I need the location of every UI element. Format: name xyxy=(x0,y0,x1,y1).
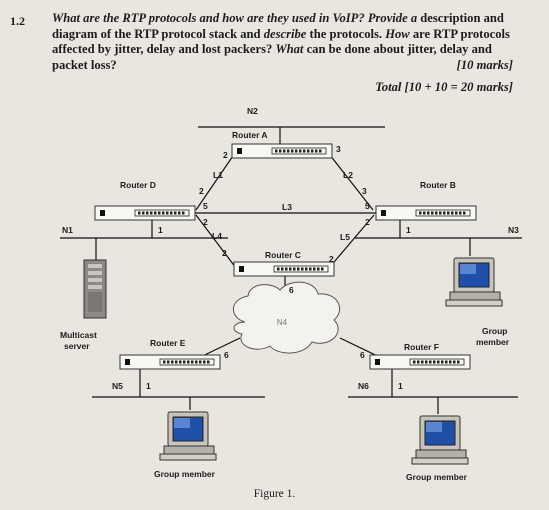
router-d xyxy=(93,204,197,222)
question-line3-c: are RTP protocols affected by jitter, de… xyxy=(52,26,510,57)
port-c-bottom: 6 xyxy=(289,285,294,295)
question-line1-b: Provide a xyxy=(367,11,418,25)
computer-right-icon xyxy=(445,257,503,307)
router-b xyxy=(374,204,478,222)
multicast-server-icon xyxy=(83,259,107,319)
n5-label: N5 xyxy=(112,381,123,391)
group-member-right-label-line2: member xyxy=(476,337,510,347)
port-f-left: 6 xyxy=(360,350,365,360)
group-member-right-label-line1: Group xyxy=(482,326,508,336)
port-e-right: 6 xyxy=(224,350,229,360)
question-text: What are the RTP protocols and how are t… xyxy=(52,11,514,73)
question-line2-b: describe xyxy=(263,26,307,41)
router-c-label: Router C xyxy=(265,250,301,260)
link-l4 xyxy=(195,214,237,269)
n1-label: N1 xyxy=(62,225,73,235)
port-d-upper: 2 xyxy=(199,186,204,196)
computer-bottom-left-icon xyxy=(159,411,217,461)
port-e-bottom: 1 xyxy=(146,381,151,391)
multicast-server-label-line2: server xyxy=(64,341,90,351)
group-member-bottom-left-label: Group member xyxy=(154,469,216,479)
port-c-right: 2 xyxy=(329,254,334,264)
total-marks-label: Total [10 + 10 = 20 marks] xyxy=(375,80,513,94)
question-line4-c: can be done about jitter, delay and pack… xyxy=(52,42,492,72)
router-b-label: Router B xyxy=(420,180,456,190)
link-l1 xyxy=(195,149,238,211)
l1-label: L1 xyxy=(213,170,223,180)
router-e-label: Router E xyxy=(150,338,186,348)
question-line2-c: the xyxy=(309,26,327,41)
l3-label: L3 xyxy=(282,202,292,212)
n2-label: N2 xyxy=(247,106,258,116)
figure-caption: Figure 1. xyxy=(253,488,296,500)
l5-label: L5 xyxy=(340,232,350,242)
port-d-bottom: 1 xyxy=(158,225,163,235)
router-a-label: Router A xyxy=(232,130,268,140)
question-line3-b: How xyxy=(385,26,410,41)
question-number: 1.2 xyxy=(10,14,25,28)
n6-label: N6 xyxy=(358,381,369,391)
group-member-bottom-right-label: Group member xyxy=(406,472,468,482)
question-line4-b: What xyxy=(275,42,304,56)
n3-label: N3 xyxy=(508,225,519,235)
port-b-upper: 3 xyxy=(362,186,367,196)
computer-bottom-right-icon xyxy=(411,415,469,465)
port-f-bottom: 1 xyxy=(398,381,403,391)
question-line3-a: protocols. xyxy=(329,26,383,41)
port-a-right: 3 xyxy=(336,144,341,154)
port-d-lower: 2 xyxy=(203,217,208,227)
router-d-label: Router D xyxy=(120,180,156,190)
router-f xyxy=(368,353,472,371)
l4-label: L4 xyxy=(212,231,222,241)
port-b-lower: 2 xyxy=(365,217,370,227)
port-b-mid: 5 xyxy=(365,201,370,211)
multicast-server-label-line1: Multicast xyxy=(60,330,97,340)
network-n4-cloud xyxy=(232,281,340,354)
network-diagram: N4 N2 N1 N3 N5 N6 Router A Router D Rout… xyxy=(60,106,522,482)
port-a-left: 2 xyxy=(223,150,228,160)
router-e xyxy=(118,353,222,371)
l2-label: L2 xyxy=(343,170,353,180)
port-b-bottom: 1 xyxy=(406,225,411,235)
port-c-left: 2 xyxy=(222,248,227,258)
question-line2-a: description and diagram of the RTP proto… xyxy=(52,11,504,41)
question-line1-a: What are the RTP protocols and how are t… xyxy=(52,11,365,25)
port-d-mid: 5 xyxy=(203,201,208,211)
router-a xyxy=(230,142,334,160)
question-line4-a: packers? xyxy=(224,42,273,56)
router-f-label: Router F xyxy=(404,342,439,352)
marks-label: [10 marks] xyxy=(456,58,513,72)
link-l5 xyxy=(328,214,375,269)
link-l2 xyxy=(325,149,374,211)
n4-label: N4 xyxy=(277,318,288,327)
router-c xyxy=(232,260,336,278)
